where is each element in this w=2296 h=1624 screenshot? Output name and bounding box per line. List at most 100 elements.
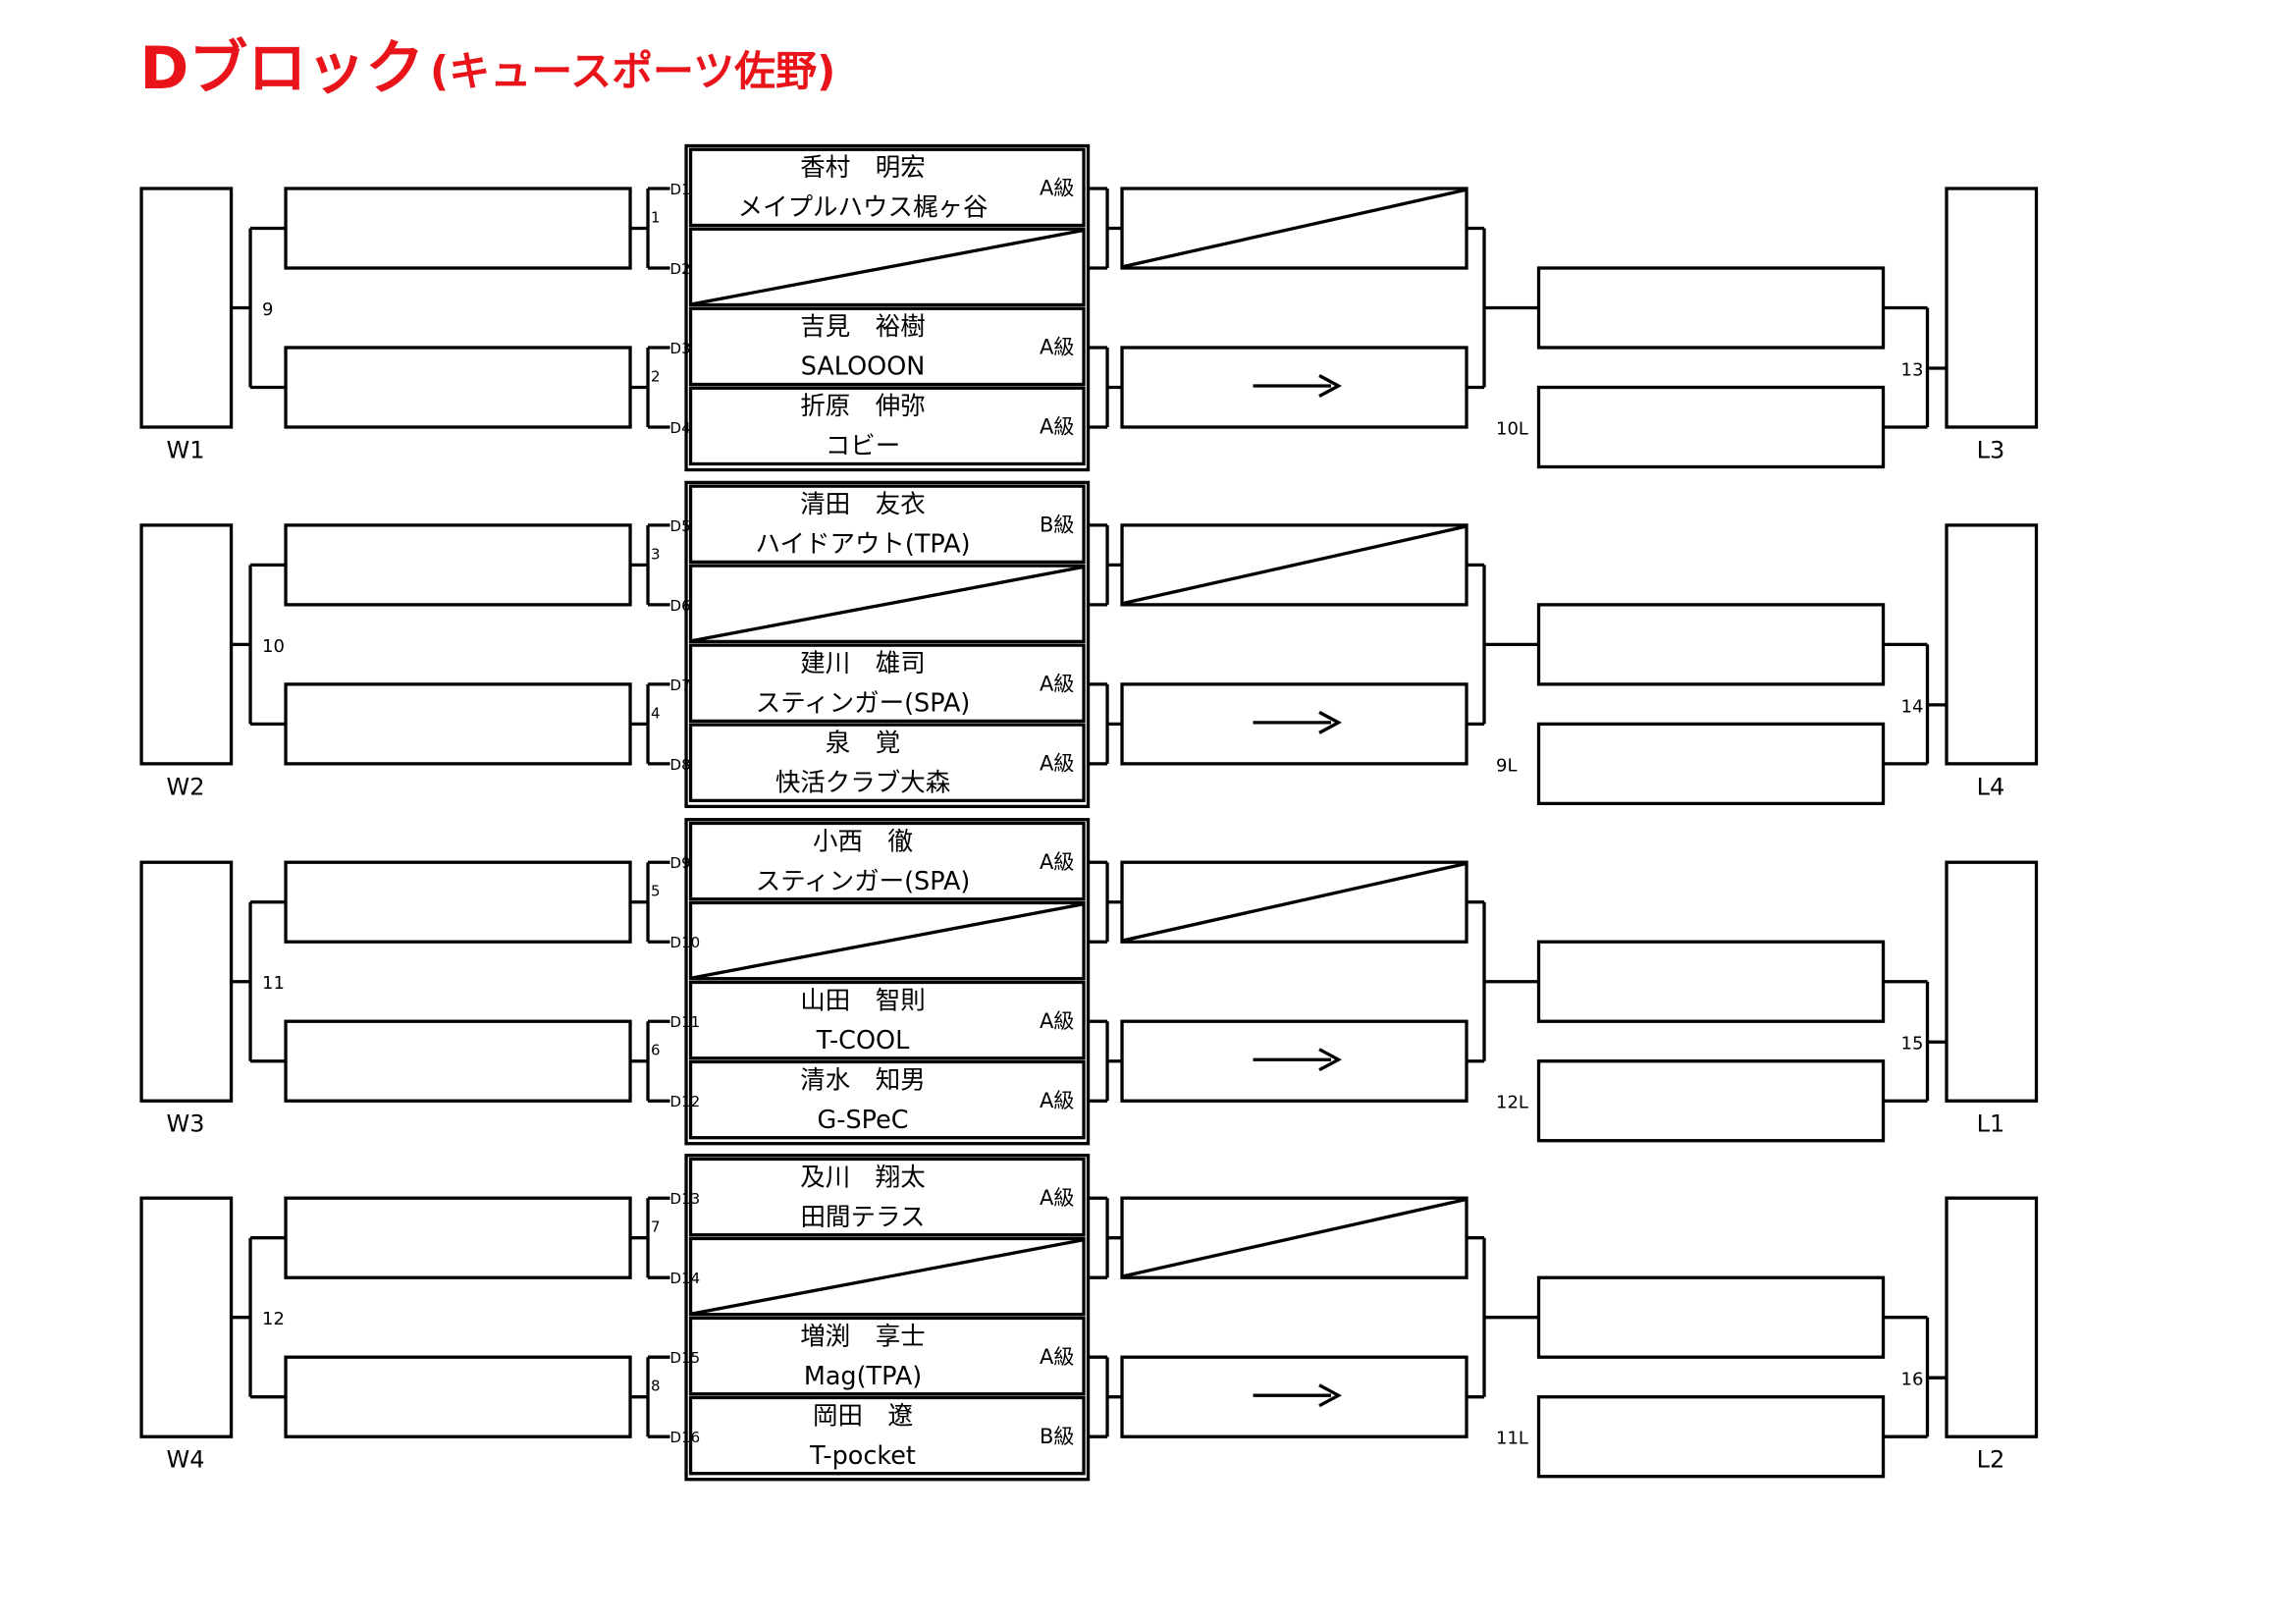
player-grade: A級	[1040, 1089, 1074, 1112]
round1-result-box[interactable]	[284, 1019, 632, 1103]
bye-diagonal	[1123, 1198, 1466, 1278]
loser-round-result-box[interactable]	[1536, 722, 1886, 806]
match-number: 16	[1901, 1370, 1924, 1390]
slot-code: D1	[670, 181, 691, 198]
bye-diagonal	[1123, 188, 1466, 269]
bye-diagonal	[1123, 524, 1466, 605]
player-grade: B級	[1040, 1425, 1074, 1448]
player-team: Mag(TPA)	[804, 1362, 922, 1391]
round1-result-box[interactable]	[284, 860, 632, 944]
match-number: 13	[1901, 359, 1924, 380]
player-name: 泉 覚	[826, 729, 900, 758]
loser-label: L3	[1977, 436, 2005, 463]
loser-round-result-box[interactable]	[1536, 385, 1886, 469]
round1-result-box[interactable]	[284, 346, 632, 429]
round1-result-box[interactable]	[284, 187, 632, 270]
bracket-line	[231, 226, 287, 390]
loser-result-box[interactable]	[1945, 523, 2039, 766]
entry-slot-box	[688, 821, 1086, 901]
loser-round-result-box[interactable]	[1536, 940, 1886, 1023]
loser-round-result-box[interactable]	[1536, 266, 1886, 350]
match-number: 2	[651, 367, 661, 385]
entry-slot-box	[688, 484, 1086, 565]
bracket-line	[1467, 563, 1539, 727]
loser-round-result-box[interactable]	[1536, 1059, 1886, 1143]
winner-result-box[interactable]	[139, 1196, 234, 1438]
winner-result-box[interactable]	[139, 523, 234, 766]
player-name: 及川 翔太	[800, 1163, 925, 1192]
match-number: 9	[262, 299, 273, 320]
bracket-line	[630, 860, 670, 944]
bracket-line	[630, 523, 670, 607]
round1-result-box[interactable]	[284, 682, 632, 766]
winner-result-box[interactable]	[139, 187, 234, 429]
bracket-line	[1088, 187, 1123, 270]
bracket-line	[1088, 860, 1123, 944]
slot-code: D7	[670, 677, 691, 694]
bracket-line	[1467, 900, 1539, 1063]
bracket-line	[1883, 980, 1948, 1103]
winner-label: W4	[167, 1446, 205, 1474]
match-number: 15	[1901, 1034, 1924, 1055]
entry-slot-box	[688, 147, 1086, 228]
loser-round-result-box[interactable]	[1536, 1395, 1886, 1479]
winner-label: W3	[167, 1110, 205, 1138]
bracket-line	[1883, 305, 1948, 429]
loser-result-box[interactable]	[1945, 1196, 2039, 1438]
entry-slot-box	[688, 306, 1086, 387]
bracket-line	[630, 1355, 670, 1438]
player-name: 折原 伸弥	[800, 392, 925, 421]
slot-code: D11	[670, 1013, 701, 1031]
loser-round-result-box[interactable]	[1536, 603, 1886, 686]
bye-slot: D2	[670, 227, 1086, 307]
bye-slot: D14	[670, 1236, 1086, 1317]
player-grade: A級	[1040, 1186, 1074, 1210]
winner-label: W1	[167, 436, 205, 463]
entry-slot-box	[688, 643, 1086, 724]
round1-result-box[interactable]	[284, 523, 632, 607]
player-grade: A級	[1040, 1009, 1074, 1033]
bracket-line	[231, 900, 287, 1063]
entry-slot-box	[688, 1316, 1086, 1396]
loser-source-label: 12L	[1496, 1093, 1528, 1113]
entry-slot-box	[688, 386, 1086, 466]
bracket-line	[231, 563, 287, 727]
loser-round-result-box[interactable]	[1536, 1275, 1886, 1359]
entry-slot-box	[688, 723, 1086, 803]
player-team: T-COOL	[816, 1026, 910, 1056]
entry-slot-box	[688, 980, 1086, 1060]
round1-result-box[interactable]	[284, 1355, 632, 1438]
loser-result-box[interactable]	[1945, 860, 2039, 1103]
entry-slot-box	[688, 1059, 1086, 1140]
entry-slot-box	[688, 1157, 1086, 1237]
slot-code: D12	[670, 1093, 701, 1110]
bracket-line	[630, 682, 670, 766]
loser-source-label: 11L	[1496, 1429, 1528, 1449]
slot-code: D9	[670, 854, 691, 872]
bracket-line	[1467, 226, 1539, 390]
match-number: 8	[651, 1378, 661, 1395]
player-grade: A級	[1040, 673, 1074, 696]
bye-diagonal	[1123, 862, 1466, 943]
bracket-line	[1883, 1316, 1948, 1438]
player-grade: A級	[1040, 336, 1074, 359]
match-number: 11	[262, 973, 285, 994]
slot-code: D13	[670, 1190, 701, 1208]
player-team: G-SPeC	[818, 1106, 909, 1135]
loser-label: L4	[1977, 773, 2005, 800]
winner-result-box[interactable]	[139, 860, 234, 1103]
bye-diagonal	[691, 902, 1083, 980]
slot-code: D14	[670, 1270, 701, 1287]
bye-diagonal	[691, 566, 1083, 643]
player-grade: A級	[1040, 850, 1074, 874]
player-team: SALOOON	[801, 352, 926, 382]
loser-result-box[interactable]	[1945, 187, 2039, 429]
player-name: 建川 雄司	[800, 649, 925, 678]
round1-result-box[interactable]	[284, 1196, 632, 1279]
match-number: 3	[651, 545, 661, 563]
